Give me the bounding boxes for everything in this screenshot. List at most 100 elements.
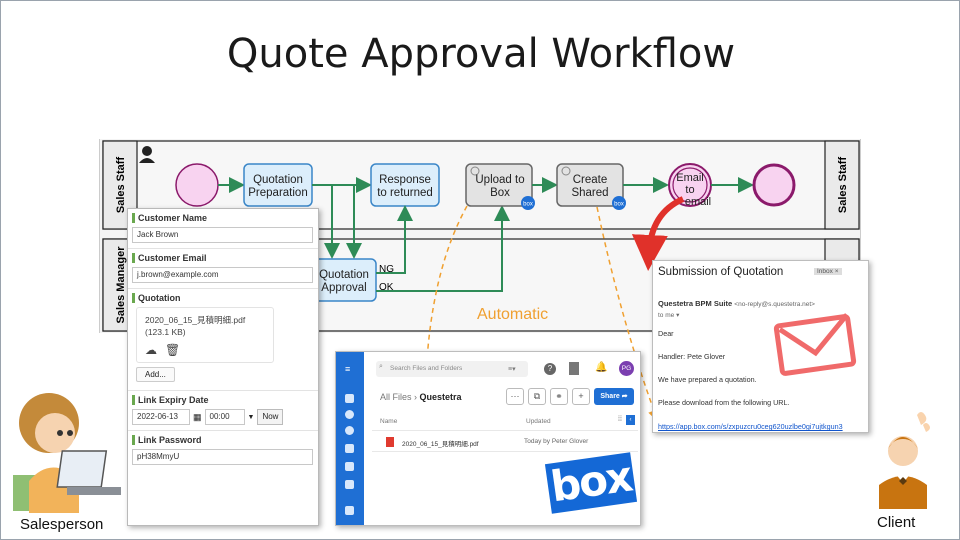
link-icon[interactable]: ⚭: [550, 388, 568, 405]
task-label-quotation: Quotation: [253, 174, 303, 186]
gateway-label-ok: OK: [379, 282, 394, 293]
grid-view-icon[interactable]: ⁞⁞: [618, 416, 622, 423]
copy-icon[interactable]: ⧉: [528, 388, 546, 405]
task-label-response: Response: [379, 174, 431, 186]
client-face: [888, 436, 918, 466]
more-icon[interactable]: ···: [506, 388, 524, 405]
check-icon[interactable]: [345, 426, 354, 435]
notes-icon[interactable]: [345, 444, 354, 453]
shared-link[interactable]: https://app.box.com/s/zxpuzcru0ceg620uzl…: [658, 422, 843, 431]
box-panel: ≡ Search Files and Folders ⌕ ≡▾ ? 🔔 PG A…: [335, 351, 641, 526]
customer-name-label: Customer Name: [132, 213, 313, 223]
link-expiry-label: Link Expiry Date: [132, 395, 313, 405]
search-icon: ⌕: [379, 363, 383, 370]
box-logo: box: [544, 452, 638, 514]
link-password-label: Link Password: [132, 435, 313, 445]
end-event[interactable]: [752, 163, 796, 207]
lane-label-sales-staff-right: Sales Staff: [837, 157, 849, 214]
column-header-updated[interactable]: Updated: [526, 418, 551, 425]
gear-icon: [470, 166, 480, 176]
sender-name: Questetra BPM Suite: [658, 299, 733, 308]
share-button[interactable]: Share ➦: [594, 388, 634, 405]
box-search-input[interactable]: Search Files and Folders: [376, 361, 528, 377]
chevron-down-icon[interactable]: ▼: [247, 413, 255, 421]
task-label-to-returned: to returned: [377, 187, 433, 199]
calendar-icon[interactable]: ▦: [193, 411, 202, 422]
folder-icon[interactable]: [345, 394, 354, 403]
tasks-icon[interactable]: [569, 362, 579, 375]
avatar[interactable]: PG: [619, 361, 634, 376]
link-password-field[interactable]: pH38MmyU: [132, 449, 313, 465]
dashed-arrow-link: [596, 206, 660, 422]
trash-rail-icon[interactable]: [345, 480, 354, 489]
lane-label-sales-staff: Sales Staff: [115, 157, 127, 214]
file-row-name[interactable]: 2020_06_15_見積明細.pdf: [402, 441, 479, 448]
email-sender: Questetra BPM Suite <no-reply@s.questetr…: [658, 299, 815, 308]
email-line-1: We have prepared a quotation.: [658, 375, 757, 384]
box-badge-icon: [521, 196, 535, 210]
expiry-date-field[interactable]: 2022-06-13: [132, 409, 190, 425]
email-label-2: to: [685, 184, 694, 196]
quotation-label: Quotation: [132, 293, 313, 303]
filter-icon[interactable]: ≡▾: [508, 366, 516, 373]
client-body: [879, 476, 927, 509]
laptop-base: [67, 487, 121, 495]
task-label-shared: Shared: [571, 187, 608, 199]
recent-icon[interactable]: [345, 410, 354, 419]
sender-address: <no-reply@s.questetra.net>: [734, 301, 815, 308]
task-label-preparation: Preparation: [248, 187, 307, 199]
box-sidebar: ≡: [336, 352, 364, 525]
email-line-2: Please download from the following URL.: [658, 398, 790, 407]
chevron-left-icon[interactable]: ‹: [626, 415, 635, 425]
page-title: Quote Approval Workflow: [226, 31, 736, 77]
share-button-label: Share: [600, 393, 620, 400]
menu-icon[interactable]: ≡: [345, 364, 351, 374]
attached-file-size: (123.1 KB): [145, 327, 186, 337]
breadcrumb: All Files › Questetra: [380, 392, 462, 402]
task-label-upload: Upload to: [475, 174, 524, 186]
admin-icon[interactable]: [345, 506, 354, 515]
inbox-tag-label: Inbox: [817, 268, 833, 275]
email-label-3: email: [685, 196, 711, 208]
dashed-arrow-upload: [420, 205, 468, 379]
pdf-file-icon: [386, 437, 394, 447]
file-row-updated: Today by Peter Glover: [524, 438, 589, 445]
email-recipient[interactable]: to me ▾: [658, 312, 680, 319]
expiry-time-select[interactable]: 00:00: [204, 409, 245, 425]
add-file-button[interactable]: Add...: [136, 367, 175, 382]
recipient-label: to me: [658, 312, 675, 319]
salesperson-illustration: [13, 393, 121, 513]
email-label-1: Email: [676, 172, 704, 184]
client-illustration: [879, 412, 930, 509]
client-hair: [888, 437, 918, 449]
apps-icon[interactable]: [345, 462, 354, 471]
trash-icon[interactable]: 🗑: [165, 343, 181, 357]
cloud-download-icon[interactable]: ☁: [145, 343, 157, 357]
bell-icon[interactable]: 🔔: [595, 362, 608, 373]
laptop-screen: [56, 450, 108, 488]
box-badge-text-2: box: [614, 202, 624, 208]
email-panel: Submission of Quotation Inbox × Questetr…: [652, 260, 869, 433]
help-icon[interactable]: ?: [544, 363, 556, 375]
task-label-create: Create: [573, 174, 608, 186]
file-row[interactable]: 2020_06_15_見積明細.pdf Today by Peter Glove…: [372, 430, 638, 452]
column-header-name[interactable]: Name: [380, 418, 398, 425]
customer-name-field[interactable]: Jack Brown: [132, 227, 313, 243]
now-button[interactable]: Now: [257, 409, 284, 425]
inbox-tag: Inbox ×: [814, 268, 842, 275]
lane-label-sales-manager: Sales Manager: [115, 246, 127, 324]
breadcrumb-folder: Questetra: [419, 392, 462, 402]
breadcrumb-root[interactable]: All Files: [380, 392, 412, 402]
customer-email-label: Customer Email: [132, 253, 313, 263]
customer-email-field[interactable]: j.brown@example.com: [132, 267, 313, 283]
email-greeting: Dear: [658, 329, 674, 338]
box-badge-text: box: [523, 202, 533, 208]
attached-file: 2020_06_15_見積明細.pdf (123.1 KB) ☁ 🗑: [136, 307, 274, 363]
user-icon: [139, 146, 155, 163]
red-arrow-email: [631, 196, 685, 271]
plus-icon[interactable]: +: [572, 388, 590, 405]
task-label-approval-1: Quotation: [319, 269, 369, 281]
box-badge-icon-2: [612, 196, 626, 210]
